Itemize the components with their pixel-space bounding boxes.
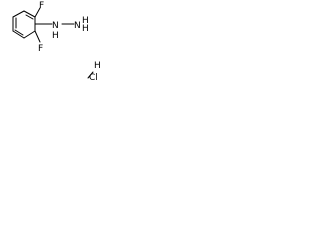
hydrazine-h3-label: H: [82, 24, 89, 34]
ring-double-bond-inner-1: [25, 14, 34, 20]
ring-bond-bottom-left: [12, 30, 25, 39]
structure-canvas: F F N H N H H H Cl: [0, 0, 110, 83]
bond-to-fluorine-bottom: [34, 30, 41, 43]
salt-bond: [87, 71, 94, 79]
hydrazine-n1-label: N: [52, 21, 59, 31]
salt-hydrogen-label: H: [94, 61, 101, 71]
molecule-structure: F F N H N H H H Cl: [12, 1, 101, 83]
hydrazine-h2-label: H: [82, 16, 89, 26]
ring-bond-upper-left: [12, 10, 25, 18]
fluorine-top-label: F: [39, 1, 44, 11]
salt-chlorine-label: Cl: [89, 73, 98, 83]
ring-double-bond-inner-2: [14, 29, 24, 36]
ring-bond-right-lower: [23, 30, 36, 39]
hydrazine-h1-label: H: [52, 31, 59, 41]
bond-to-fluorine-top: [34, 7, 41, 18]
fluorine-bottom-label: F: [38, 44, 43, 54]
hydrazine-n2-label: N: [74, 21, 81, 31]
ring-bond-top-left: [23, 10, 36, 18]
